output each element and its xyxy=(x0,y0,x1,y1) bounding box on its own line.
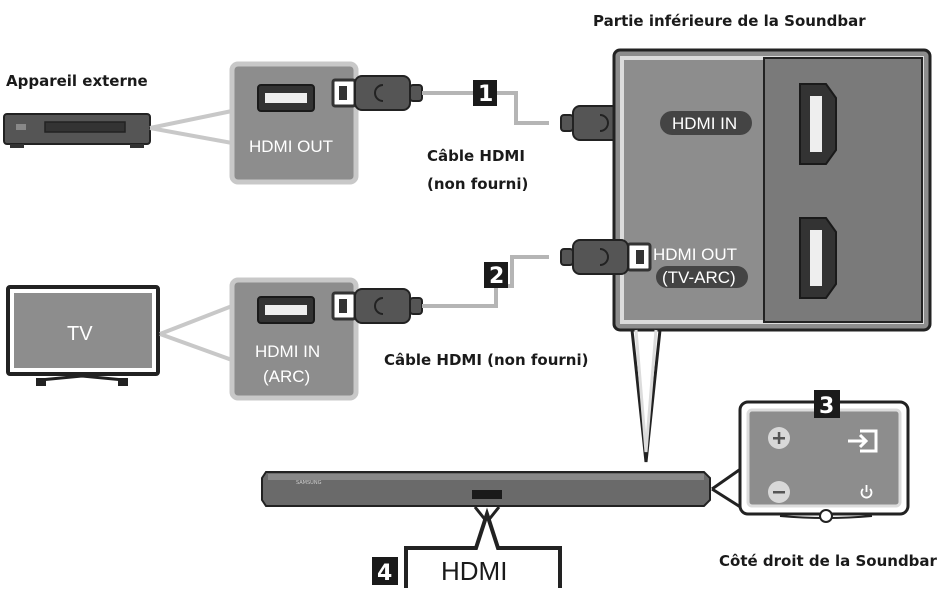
hdmi-bottom-label: HDMI xyxy=(441,556,507,586)
tv-arc-tag xyxy=(656,266,748,288)
hdmi-in-port-tag xyxy=(660,111,752,135)
callout-line-external xyxy=(149,108,234,146)
hdmi-out-label: HDMI OUT xyxy=(249,137,333,156)
tv-hdmi-in-panel: HDMI IN (ARC) xyxy=(229,277,359,401)
step-2-number: 2 xyxy=(489,264,504,289)
soundbar-bottom-panel: HDMI IN HDMI OUT (TV-ARC) xyxy=(612,48,932,332)
hdmi-out-port-label-line2: (TV-ARC) xyxy=(662,268,736,287)
cable-2-label: Câble HDMI (non fourni) xyxy=(384,351,588,369)
step-1-badge xyxy=(473,80,497,106)
hdmi-out-panel: HDMI OUT xyxy=(229,61,359,185)
step-2-badge xyxy=(484,262,508,288)
source-icon xyxy=(848,429,878,453)
hdmi-in-port-label: HDMI IN xyxy=(672,114,737,133)
callout-line-tv xyxy=(159,303,234,363)
brand-logo: SAMSUNG xyxy=(296,480,322,486)
tv-label: TV xyxy=(67,323,93,345)
cable-1-label-line2: (non fourni) xyxy=(427,175,528,193)
hdmi-callout-box xyxy=(404,507,562,588)
soundbar-hdmi-port xyxy=(472,490,502,499)
soundbar-bottom-title: Partie inférieure de la Soundbar xyxy=(593,12,866,30)
callout-right-side xyxy=(711,465,744,511)
soundbar: SAMSUNG xyxy=(261,471,711,507)
soundbar-right-side-panel xyxy=(738,400,910,523)
external-device-label: Appareil externe xyxy=(6,72,148,90)
step-3-number: 3 xyxy=(819,394,834,419)
hdmi-cable-1 xyxy=(331,74,652,142)
step-4-badge xyxy=(372,557,398,585)
tv-hdmi-in-label-line1: HDMI IN xyxy=(255,342,320,361)
power-icon xyxy=(860,485,873,499)
tv: TV xyxy=(6,285,160,386)
step-3-badge xyxy=(814,390,840,418)
step-4-number: 4 xyxy=(377,561,392,586)
callout-bottom-panel xyxy=(630,329,662,463)
hdmi-out-port-label-line1: HDMI OUT xyxy=(653,245,737,264)
cable-1-label-line1: Câble HDMI xyxy=(427,147,525,165)
step-1-number: 1 xyxy=(478,82,493,107)
tv-hdmi-in-label-line2: (ARC) xyxy=(263,367,310,386)
external-device xyxy=(3,113,151,148)
right-side-label: Côté droit de la Soundbar xyxy=(719,552,938,570)
